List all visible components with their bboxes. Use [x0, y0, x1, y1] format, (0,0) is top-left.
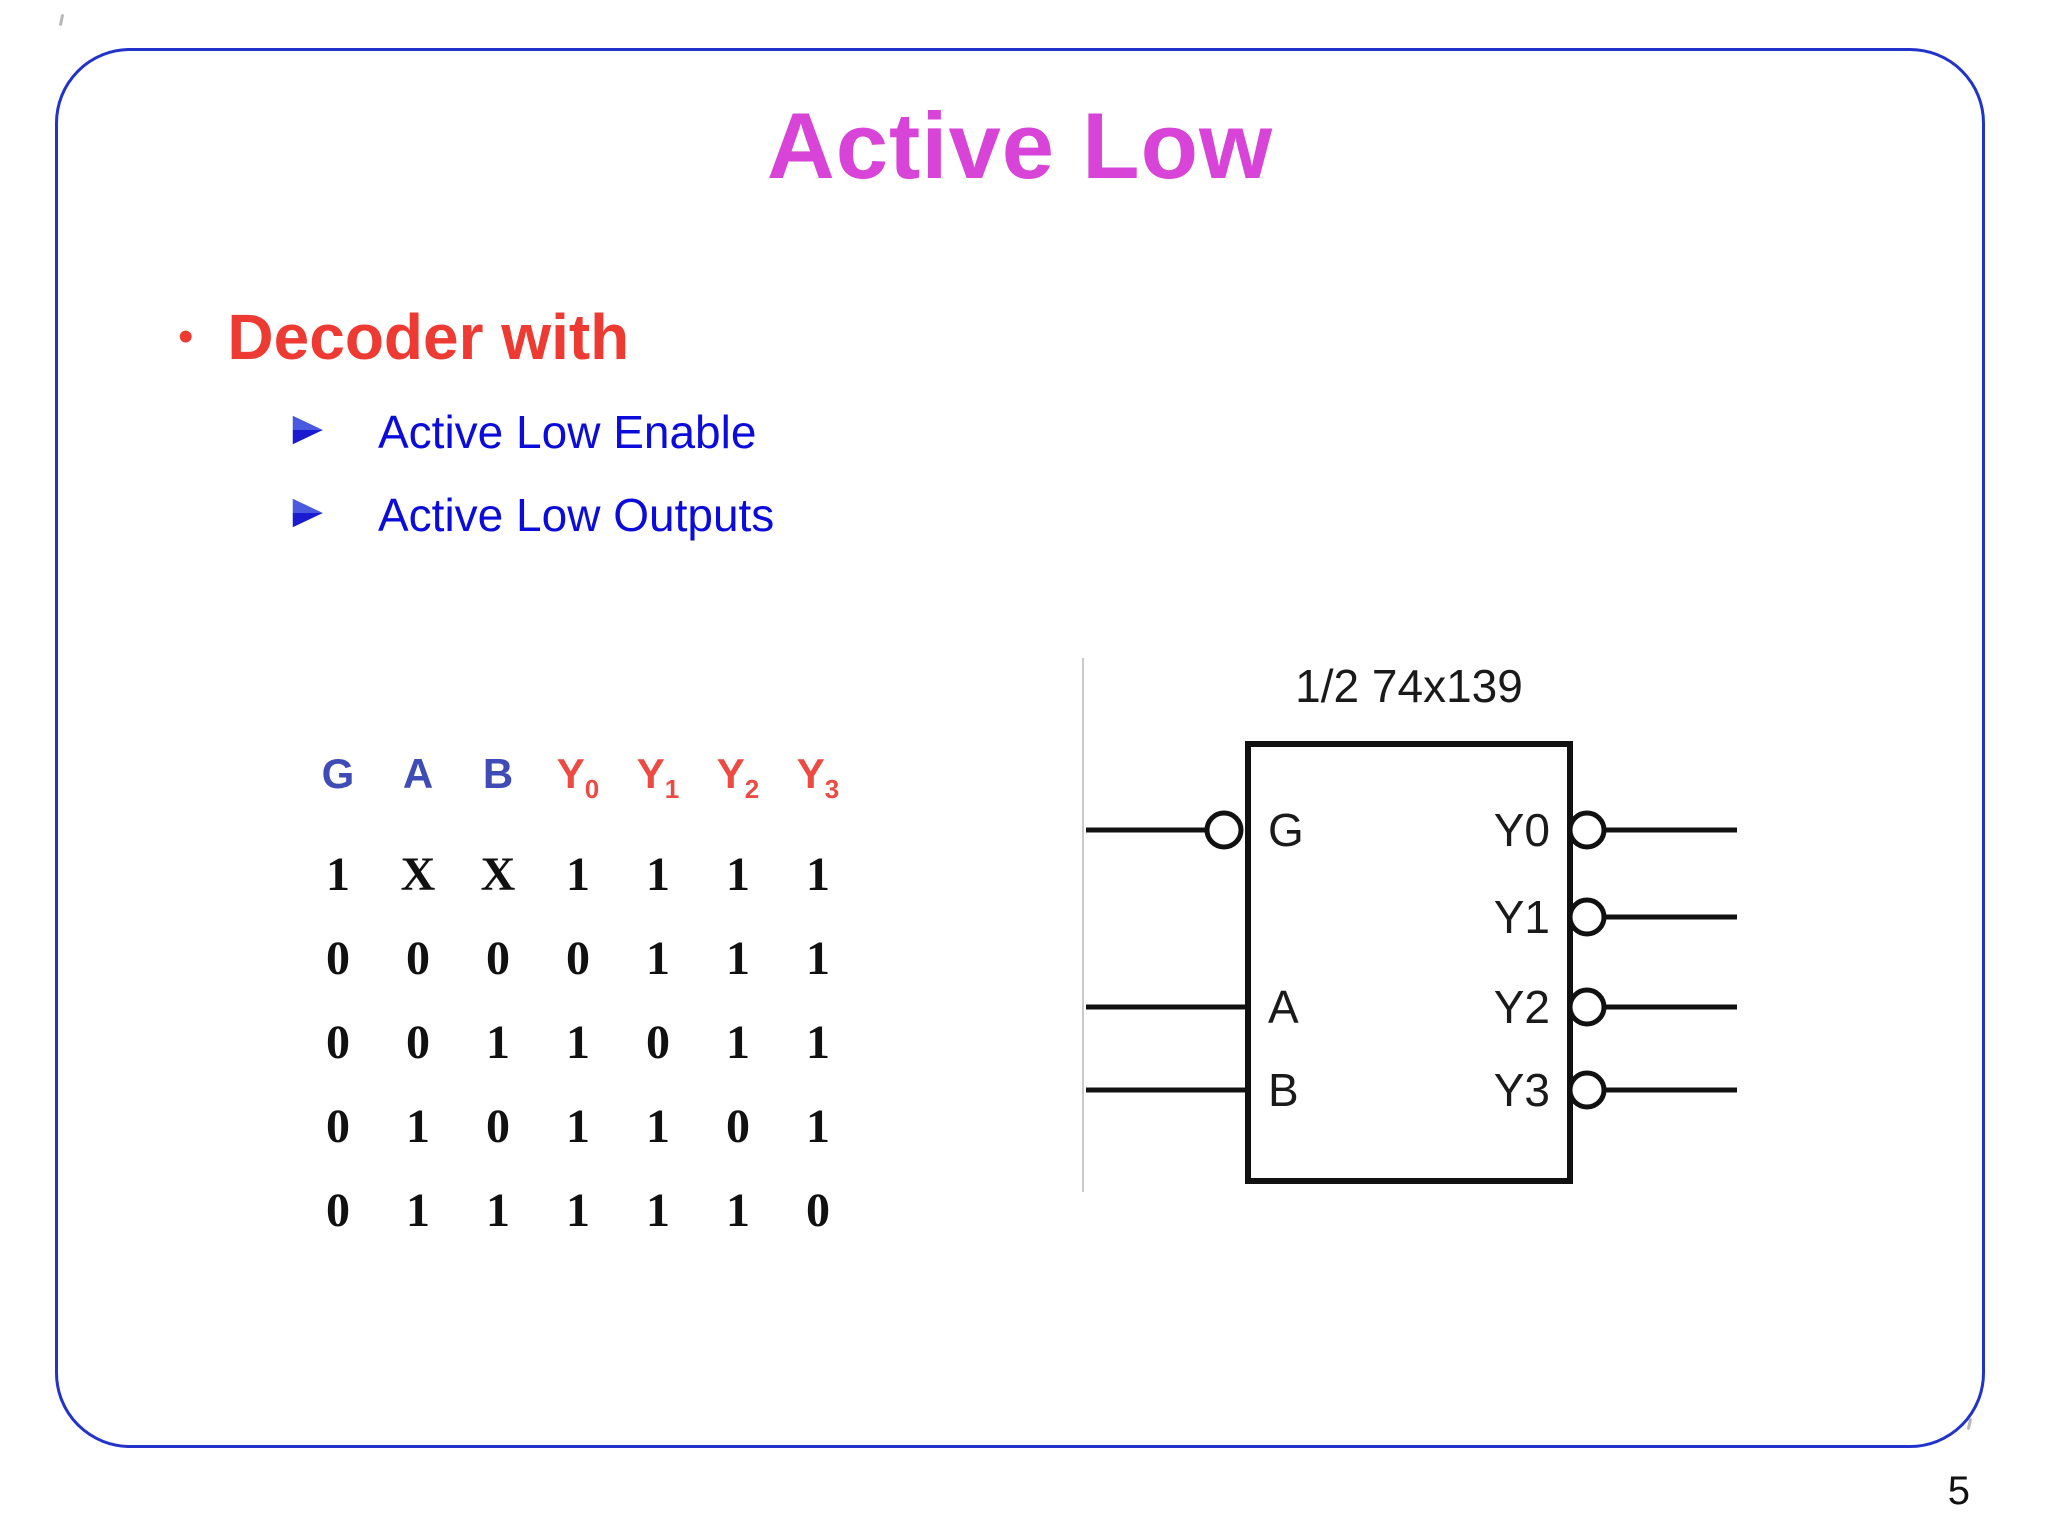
- sub-bullet-outputs: Active Low Outputs: [288, 488, 774, 542]
- tt-cell: 0: [486, 931, 510, 985]
- tt-cell: 1: [566, 847, 590, 901]
- tt-cell: 1: [326, 847, 350, 901]
- table-row: 0 0 0 0 1 1 1: [298, 916, 858, 1000]
- slide-title: Active Low: [766, 93, 1274, 198]
- bubble-g-input: [1204, 810, 1244, 850]
- arrow-bullet-icon: [288, 411, 326, 454]
- sub-bullet-text: Active Low Enable: [378, 406, 757, 458]
- tt-cell: 1: [726, 1183, 750, 1237]
- bullet-marker-icon: •: [178, 312, 194, 361]
- tt-cell: 0: [406, 1015, 430, 1069]
- tt-cell: 1: [646, 1183, 670, 1237]
- port-label-a: A: [1268, 981, 1299, 1033]
- sub-bullet-enable: Active Low Enable: [288, 405, 756, 459]
- page-number: 5: [1947, 1469, 1970, 1513]
- tt-cell: 1: [566, 1099, 590, 1153]
- table-row: 0 1 0 1 1 0 1: [298, 1084, 858, 1168]
- bullet-text: Decoder with: [227, 301, 630, 373]
- col-header-b: B: [482, 750, 514, 797]
- decoder-diagram: 1/2 74x139 G A B Y0 Y1 Y2 Y3: [1082, 658, 1737, 1192]
- tt-cell: 1: [646, 931, 670, 985]
- tt-cell: 1: [806, 1099, 830, 1153]
- truth-table: G A B Y0 Y1 Y2 Y3 1 X X 1 1 1 1 0 0 0 0 …: [298, 742, 858, 1252]
- tt-cell: 1: [406, 1183, 430, 1237]
- tt-cell: 0: [566, 931, 590, 985]
- bullet-row: • Decoder with: [178, 300, 629, 374]
- tt-cell: X: [400, 847, 436, 901]
- tt-cell: 1: [646, 847, 670, 901]
- col-header-y1: Y1: [636, 750, 680, 804]
- table-row: 0 1 1 1 1 1 0: [298, 1168, 858, 1252]
- table-row: 1 X X 1 1 1 1: [298, 832, 858, 916]
- arrow-bullet-icon: [288, 494, 326, 537]
- tt-cell: 1: [486, 1015, 510, 1069]
- bubble-y1-output: [1567, 897, 1607, 937]
- tt-cell: 1: [406, 1099, 430, 1153]
- tt-cell: 0: [326, 931, 350, 985]
- tt-cell: 0: [326, 1099, 350, 1153]
- tt-cell: 0: [486, 1099, 510, 1153]
- slide-border: [55, 48, 1985, 1448]
- col-header-a: A: [402, 750, 434, 797]
- col-header-y2: Y2: [716, 750, 760, 804]
- tt-cell: 1: [486, 1183, 510, 1237]
- sub-bullet-text: Active Low Outputs: [378, 489, 775, 541]
- tt-cell: 1: [726, 931, 750, 985]
- tt-cell: 1: [806, 931, 830, 985]
- tt-cell: 0: [326, 1015, 350, 1069]
- tt-cell: 1: [806, 847, 830, 901]
- stray-mark: [58, 13, 65, 27]
- port-label-y3: Y3: [1494, 1064, 1550, 1116]
- tt-cell: 1: [566, 1015, 590, 1069]
- bubble-y3-output: [1567, 1070, 1607, 1110]
- tt-cell: 0: [726, 1099, 750, 1153]
- tt-cell: 1: [806, 1015, 830, 1069]
- tt-cell: X: [480, 847, 516, 901]
- col-header-g: G: [321, 750, 355, 797]
- chip-label: 1/2 74x139: [1295, 660, 1523, 712]
- port-label-y0: Y0: [1494, 804, 1550, 856]
- port-label-g: G: [1268, 804, 1304, 856]
- bubble-y0-output: [1567, 810, 1607, 850]
- truth-table-header: G A B Y0 Y1 Y2 Y3: [298, 742, 858, 806]
- tt-cell: 1: [566, 1183, 590, 1237]
- table-row: 0 0 1 1 0 1 1: [298, 1000, 858, 1084]
- tt-cell: 1: [726, 1015, 750, 1069]
- bubble-y2-output: [1567, 987, 1607, 1027]
- col-header-y0: Y0: [556, 750, 600, 804]
- tt-cell: 0: [326, 1183, 350, 1237]
- tt-cell: 1: [726, 847, 750, 901]
- tt-cell: 0: [406, 931, 430, 985]
- port-label-y1: Y1: [1494, 891, 1550, 943]
- tt-cell: 1: [646, 1099, 670, 1153]
- col-header-y3: Y3: [796, 750, 840, 804]
- tt-cell: 0: [646, 1015, 670, 1069]
- chip-body: [1245, 741, 1573, 1184]
- port-label-y2: Y2: [1494, 981, 1550, 1033]
- tt-cell: 0: [806, 1183, 830, 1237]
- port-label-b: B: [1268, 1064, 1299, 1116]
